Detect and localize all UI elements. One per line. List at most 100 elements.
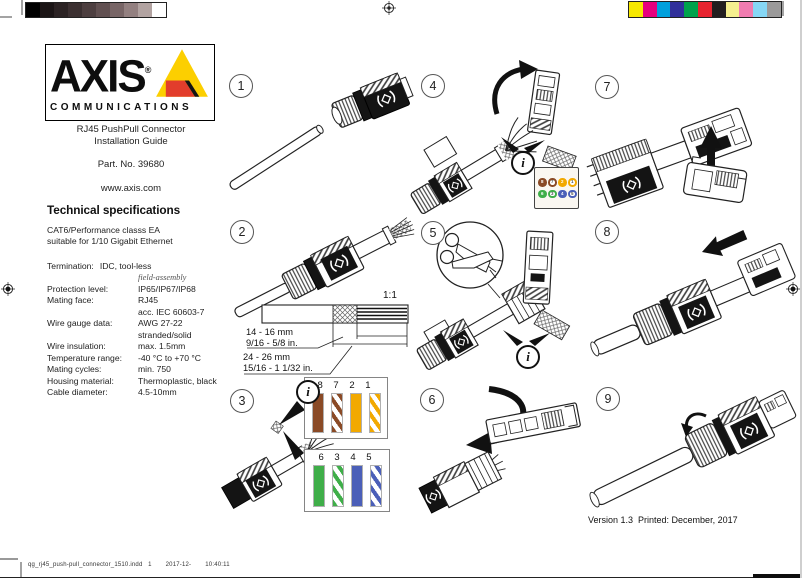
strip1-mm: 14 - 16 mm — [246, 327, 294, 337]
step-number-3: 3 — [230, 389, 254, 413]
wire-color-group-2: 6 3 4 5 — [304, 449, 390, 512]
grayscale-calibration-bar — [25, 2, 167, 18]
legend-dot-blue: 4 — [558, 189, 567, 198]
step-3-illustration — [221, 401, 334, 509]
step-number-2: 2 — [230, 220, 254, 244]
step-number-9: 9 — [596, 387, 620, 411]
step-number-7: 7 — [595, 75, 619, 99]
specs-heading: Technical specifications — [47, 203, 181, 217]
wire-bar-blue-white — [369, 465, 382, 507]
spec-value: IDC, tool-less — [99, 260, 152, 271]
strip2-in: 15/16 - 1 1/32 in. — [243, 362, 313, 373]
color-swatch — [766, 2, 781, 17]
spec-row: Wire gauge data: AWG 27-22 — [47, 318, 227, 330]
print-slug: qg_rj45_push-pull_connector_1510.indd 1 … — [28, 562, 230, 568]
wire-group-2-header: 6 3 4 5 — [318, 452, 376, 463]
spec-label: Wire gauge data: — [47, 318, 113, 328]
strip-length-1: 14 - 16 mm 9/16 - 5/8 in. — [246, 327, 298, 349]
spec-row: Mating face: RJ45 — [47, 295, 227, 307]
spec-label: Wire insulation: — [47, 341, 106, 351]
spec-row: Housing material: Thermoplastic, black — [47, 376, 227, 388]
wire-bar-green — [312, 465, 325, 507]
color-swatch — [697, 2, 712, 17]
wire-bar-brown-white — [330, 393, 343, 433]
registration-mark-left — [1, 282, 15, 296]
spec-label: Termination: — [47, 260, 94, 271]
spec-label: Temperature range: — [47, 352, 122, 363]
step-number-4: 4 — [421, 74, 445, 98]
spec-row: Wire insulation: max. 1.5mm — [47, 341, 227, 353]
step-9-illustration — [589, 390, 797, 508]
page-right-edge — [800, 0, 802, 578]
page-corner-mark — [753, 573, 802, 578]
specs-intro-line: suitable for 1/10 Gigabit Ethernet — [47, 236, 173, 246]
spec-value: -40 °C to +70 °C — [138, 352, 202, 363]
gray-swatch — [110, 3, 124, 17]
color-swatch — [725, 2, 740, 17]
spec-value: AWG 27-22 — [138, 318, 183, 328]
wire-bar-orange-white — [368, 393, 381, 433]
technical-specifications: Technical specifications CAT6/Performanc… — [47, 203, 227, 399]
strip2-mm: 24 - 26 mm — [243, 352, 291, 362]
color-swatch — [642, 2, 657, 17]
version-line: Version 1.3 Printed: December, 2017 — [588, 515, 738, 525]
gray-swatch — [82, 3, 96, 17]
registered-mark: ® — [144, 64, 152, 75]
doc-title-line2: Installation Guide — [94, 136, 168, 147]
slug-date: 2017-12- — [165, 562, 192, 568]
gray-swatch — [138, 3, 152, 17]
slug-filename: qg_rj45_push-pull_connector_1510.indd 1 — [28, 562, 152, 568]
strip1-in: 9/16 - 5/8 in. — [246, 337, 298, 348]
spec-value: RJ45 — [138, 295, 159, 305]
crop-marks — [0, 0, 784, 578]
wire-color-legend: 8 7 2 1 6 3 4 5 — [534, 167, 579, 209]
info-icon: i — [296, 380, 320, 404]
color-swatch — [629, 2, 643, 17]
spec-value: 4.5-10mm — [138, 387, 177, 397]
color-swatch — [656, 2, 671, 17]
color-swatch — [739, 2, 754, 17]
gray-swatch — [68, 3, 82, 17]
strip-length-diagram — [244, 304, 409, 375]
gray-swatch — [26, 3, 40, 17]
spec-value: min. 750 — [138, 364, 171, 374]
spec-label: Mating face: — [47, 295, 94, 305]
spec-value: stranded/solid — [138, 329, 192, 340]
step-8-illustration — [590, 229, 796, 357]
registration-mark-top — [382, 1, 396, 15]
spec-value: Thermoplastic, black — [138, 375, 217, 386]
gray-swatch — [96, 3, 110, 17]
legend-dot-green: 6 — [538, 189, 547, 198]
gray-swatch — [40, 3, 54, 17]
spec-row: Protection level:IP65/IP67/IP68 — [47, 284, 227, 296]
step-number-8: 8 — [595, 220, 619, 244]
spec-value: max. 1.5mm — [138, 341, 186, 351]
spec-row: Mating cycles:min. 750 — [47, 364, 227, 376]
legend-dot-orange: 2 — [558, 178, 567, 187]
color-swatch — [670, 2, 685, 17]
spec-row: Cable diameter:4.5-10mm — [47, 387, 227, 399]
spec-label: Housing material: — [47, 375, 114, 386]
spec-row: stranded/solid — [47, 330, 227, 342]
step-number-5: 5 — [421, 221, 445, 245]
wire-bar-green-white — [331, 465, 344, 507]
color-swatch — [684, 2, 698, 17]
gray-swatch — [54, 3, 68, 17]
spec-label: Protection level: — [47, 283, 109, 294]
shell-half — [682, 156, 748, 204]
spec-value: field-assembly — [138, 273, 187, 282]
step-number-6: 6 — [420, 388, 444, 412]
step-7-illustration — [586, 107, 753, 208]
part-number: Part. No. 39680 — [97, 159, 165, 170]
spec-row: field-assembly — [47, 272, 227, 284]
legend-dot-green-white: 3 — [548, 189, 557, 198]
spec-row: acc. IEC 60603-7 — [47, 307, 227, 319]
axis-triangle-logo — [156, 49, 209, 97]
specs-intro-line: CAT6/Performance classs EA — [47, 224, 161, 235]
page-bottom-edge — [0, 576, 802, 578]
connector-boot-assembly — [331, 72, 414, 128]
spec-row: Termination: IDC, tool-less — [47, 261, 227, 273]
legend-dot-orange-white: 1 — [568, 178, 577, 187]
